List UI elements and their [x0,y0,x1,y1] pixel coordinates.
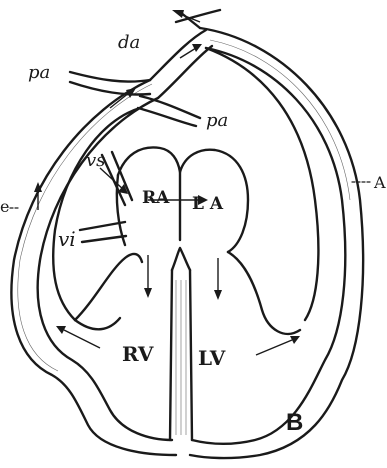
figure-letter: B [286,409,303,436]
inner-left-loop [53,108,140,329]
label-lv: LV [198,346,226,370]
outer-vessel-loop [11,80,176,455]
label-pa-right: pa [206,110,228,131]
label-a-partial: A [373,173,386,192]
arrow-la-down [214,258,222,300]
arrow-pa [110,88,136,108]
aorta-loop [190,28,363,458]
arrow-ra-down [144,255,152,298]
arrow-lv [256,336,300,355]
label-ra: RA [142,188,170,208]
label-pa-left: pa [28,62,50,83]
ductus-arteriosus [150,10,220,98]
pulmonary-arteries [70,72,200,126]
label-vi: vi [58,227,76,251]
label-e-partial: e [0,197,9,216]
ventricles [75,248,300,440]
label-vs: vs [86,150,105,171]
label-la: L A [192,194,224,214]
label-da: da [118,32,140,53]
label-rv: RV [122,342,154,366]
